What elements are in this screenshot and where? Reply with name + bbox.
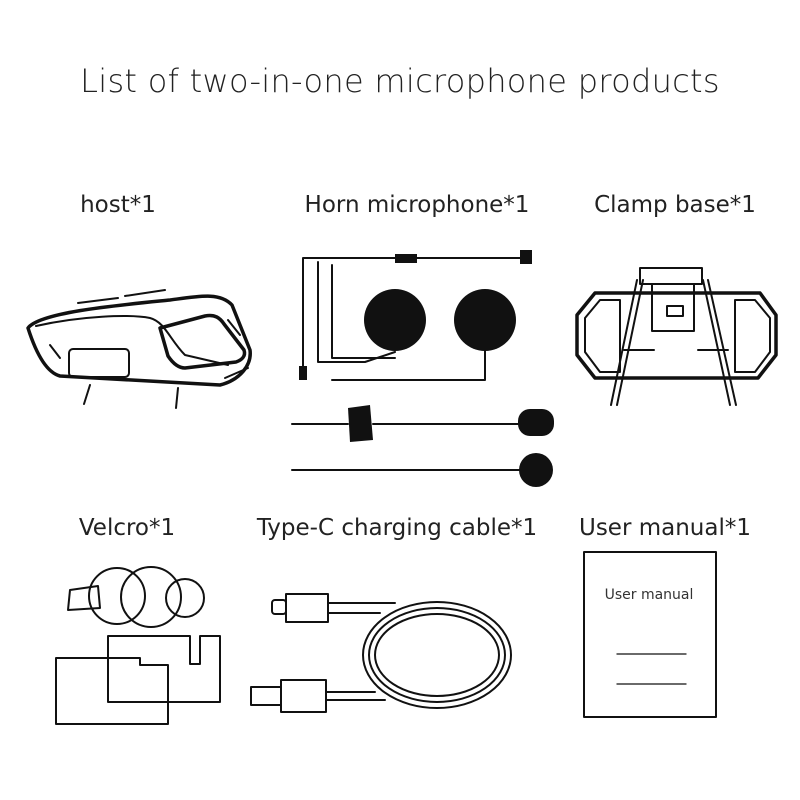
label-clamp-base: Clamp base*1 — [594, 192, 756, 218]
user-manual-icon — [583, 551, 717, 718]
label-user-manual: User manual*1 — [578, 515, 752, 541]
host-device-icon — [26, 289, 252, 409]
label-type-c-cable: Type-C charging cable*1 — [256, 515, 538, 541]
page-title: List of two-in-one microphone products — [80, 62, 720, 100]
label-horn-microphone: Horn microphone*1 — [304, 192, 530, 218]
label-host: host*1 — [80, 192, 156, 218]
label-velcro: Velcro*1 — [78, 515, 176, 541]
horn-microphone-icon — [291, 250, 554, 487]
clamp-base-icon — [575, 267, 778, 406]
manual-cover-text: User manual — [604, 587, 694, 603]
type-c-cable-icon — [250, 593, 512, 713]
velcro-icon — [55, 566, 221, 725]
